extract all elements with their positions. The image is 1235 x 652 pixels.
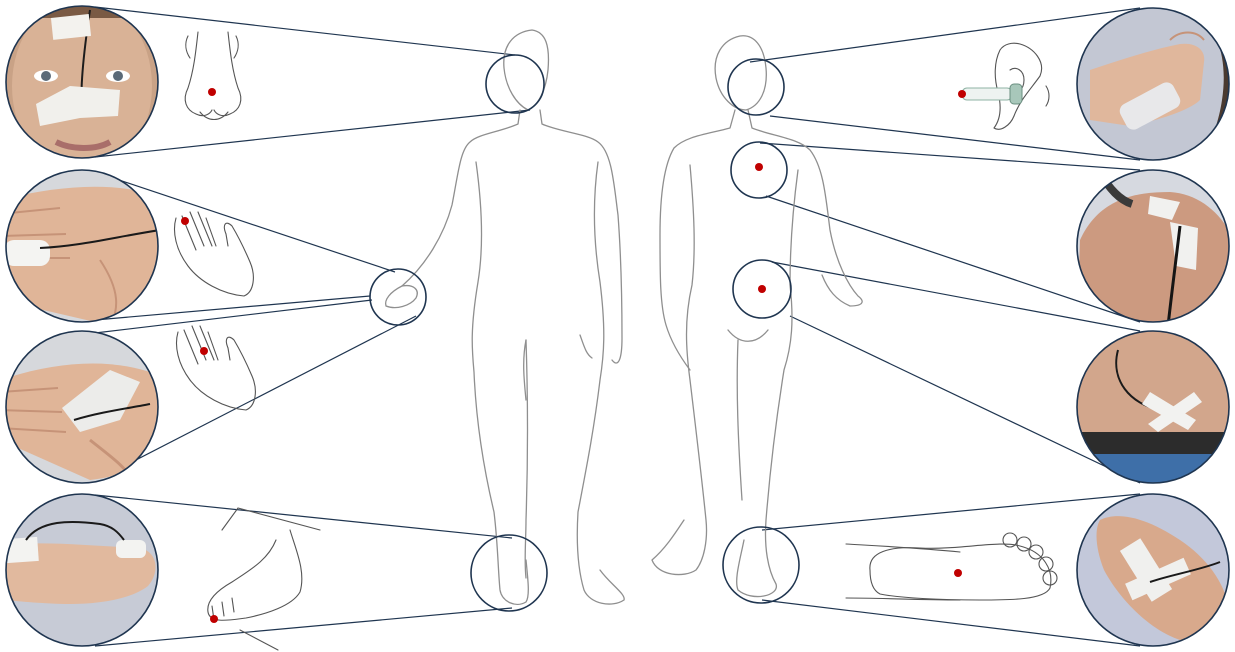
sole-probe [1077,494,1235,652]
marker-ear [958,90,966,98]
zoom-sole [723,527,799,603]
zoom-ear [728,59,784,115]
marker-index-finger [181,217,189,225]
nose-icon [185,32,241,120]
foot-toe-icon [208,508,320,650]
leader-lines [95,7,1140,646]
sole-icon [846,533,1057,600]
hand-finger-probe [0,170,170,330]
face-with-nasal-tape [0,0,170,176]
zoom-foot [471,535,547,611]
zoom-circles [370,55,799,611]
zoom-nose [486,55,544,113]
ear-probe-insertion [1077,0,1235,170]
marker-great-toe [210,615,218,623]
foot-toe-probe [0,494,170,652]
ear-thermometer-icon [962,43,1049,129]
site-markers [181,88,966,623]
marker-lower-back [758,285,766,293]
marker-middle-finger [200,347,208,355]
marker-upper-back [755,163,763,171]
zoom-hand [370,269,426,325]
lower-back-probe [1077,331,1235,494]
marker-sole [954,569,962,577]
shoulder-probe [1077,170,1235,330]
marker-nose [208,88,216,96]
front-body-outline [386,30,625,604]
back-body-outline [652,36,862,597]
hand-finger-taped [0,331,170,491]
hand-middle-icon [177,326,256,410]
